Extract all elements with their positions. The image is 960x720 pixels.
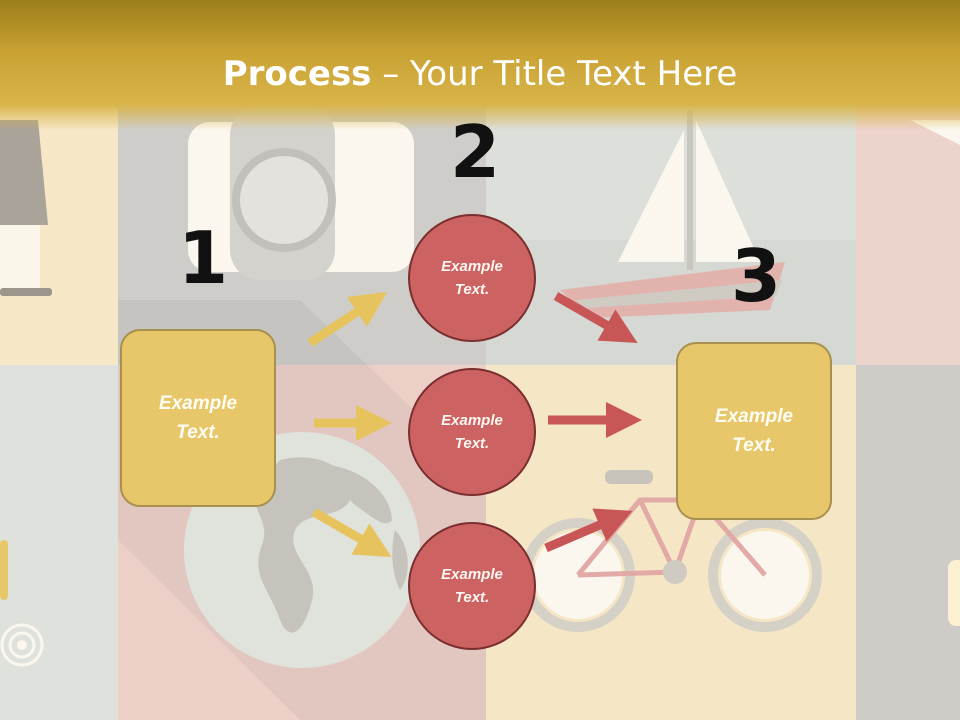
right-box-line1: Example [714, 406, 794, 427]
arrow-left-to-top [307, 292, 388, 347]
reel-icon [0, 540, 44, 667]
circle-bottom-line1: Example [441, 566, 503, 583]
circle-top-line1: Example [441, 258, 503, 275]
step-number-3: 3 [731, 234, 782, 318]
step-number-1: 1 [178, 216, 229, 300]
camera-icon [188, 105, 414, 280]
circle-middle-line1: Example [441, 412, 503, 429]
sailboat-icon [560, 110, 785, 318]
arrow-top-to-right [553, 292, 638, 343]
circle-middle-line2: Text. [454, 435, 490, 452]
left-box-line2: Text. [176, 422, 220, 443]
arrow-left-to-bottom [311, 508, 392, 558]
page-title: Process – Your Title Text Here [0, 52, 960, 96]
title-bold: Process [222, 54, 372, 94]
left-box-line1: Example [158, 393, 238, 414]
arrow-bottom-to-right [544, 508, 633, 553]
step-number-2: 2 [450, 110, 501, 194]
title-rest: – Your Title Text Here [371, 54, 738, 94]
circle-bottom-line2: Text. [454, 589, 490, 606]
lamp-icon [0, 120, 52, 296]
circle-top-line2: Text. [454, 281, 490, 298]
title-bar [0, 0, 960, 130]
right-box-line2: Text. [732, 435, 776, 456]
